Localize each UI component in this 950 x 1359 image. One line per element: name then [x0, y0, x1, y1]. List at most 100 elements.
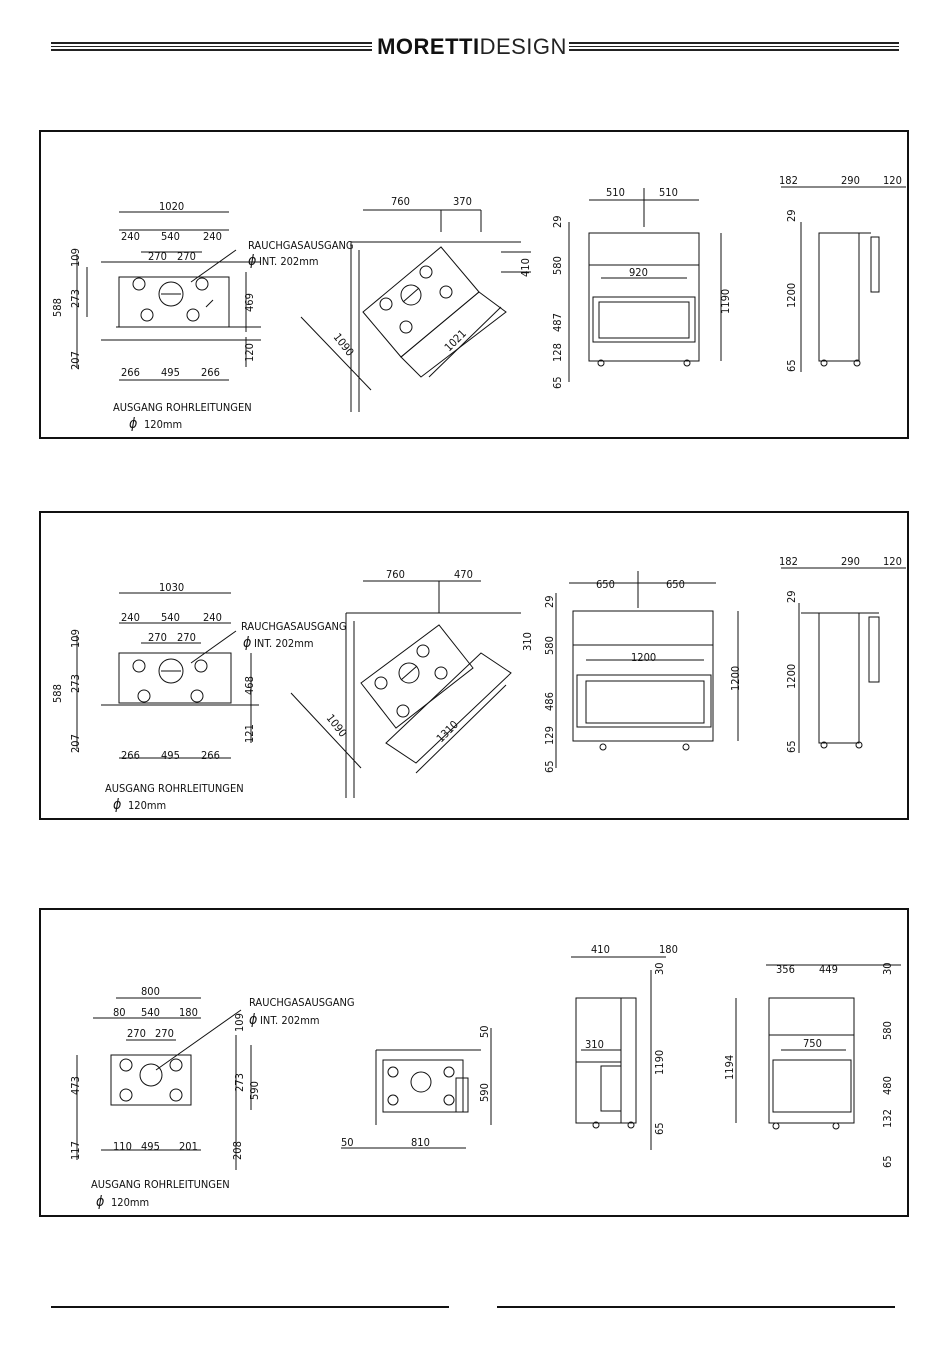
dim-label: 65: [543, 760, 556, 773]
drawing-panel-2: 1030 240 540 240 270 270 109 588 273 207…: [39, 511, 909, 820]
dim-label: 207: [69, 734, 82, 753]
dim-label: 410: [519, 258, 532, 277]
dim-label: 760: [391, 195, 410, 208]
dim-label: 590: [478, 1083, 491, 1102]
dim-label: 29: [785, 590, 798, 603]
dim-label: 65: [551, 376, 564, 389]
dim-label: 182: [779, 555, 798, 568]
dim-label: 580: [551, 256, 564, 275]
dim-label: 30: [881, 962, 894, 975]
dim-label: 109: [233, 1013, 246, 1032]
dim-label: 240: [121, 611, 140, 624]
top-view-2: [76, 592, 259, 759]
panel-1-drawing: 1020 240 540 240 270 270 109 588 273 207…: [51, 174, 906, 432]
dim-label: 266: [201, 749, 220, 762]
dim-label: 65: [785, 740, 798, 753]
dim-label: 590: [248, 1081, 261, 1100]
dim-label: 240: [203, 611, 222, 624]
dim-label: 510: [606, 186, 625, 199]
dim-label: 449: [819, 963, 838, 976]
flue-diameter: INT. 202mm: [260, 1014, 320, 1027]
dim-label: 65: [653, 1122, 666, 1135]
side-view-2-labels: 182 290 120 29 1200 65: [779, 555, 902, 753]
dim-label: 30: [653, 962, 666, 975]
drawing-panel-3: 800 80 540 180 270 270 473 117 109 273 5…: [39, 908, 909, 1217]
dim-label: 29: [543, 595, 556, 608]
dim-label: 182: [779, 174, 798, 187]
dim-label: 29: [785, 209, 798, 222]
outlet-diameter: 120mm: [128, 799, 166, 812]
footer-rule-left: [51, 1306, 449, 1308]
plan-view-3: [341, 1028, 492, 1149]
front-view-1-labels: 510 510 29 580 920 1190 487 128 65: [551, 186, 732, 389]
dim-label: 356: [776, 963, 795, 976]
front-view-3: [735, 964, 901, 1130]
dim-label: 473: [69, 1076, 82, 1095]
header: MORETTIDESIGN: [0, 0, 950, 80]
dim-label: 110: [113, 1140, 132, 1153]
dim-label: 180: [659, 943, 678, 956]
corner-view-2: [290, 580, 521, 798]
dim-label: 370: [453, 195, 472, 208]
flue-label: RAUCHGASAUSGANG: [248, 239, 354, 252]
dim-label: 810: [411, 1136, 430, 1149]
dim-label: 468: [243, 676, 256, 695]
dim-label: 470: [454, 568, 473, 581]
front-view-2-labels: 650 650 29 580 1200 1200 486 129 65: [543, 578, 742, 773]
side-view-3: [571, 956, 666, 1150]
dim-label: 273: [69, 674, 82, 693]
dim-label: 240: [121, 230, 140, 243]
phi-symbol: ϕ: [113, 797, 121, 813]
dim-label: 201: [179, 1140, 198, 1153]
dim-label: 760: [386, 568, 405, 581]
dim-label: 750: [803, 1037, 822, 1050]
phi-symbol: ϕ: [96, 1194, 104, 1210]
outlet-label: AUSGANG ROHRLEITUNGEN: [113, 401, 252, 414]
flue-label: RAUCHGASAUSGANG: [241, 620, 347, 633]
dim-label: 273: [233, 1073, 246, 1092]
header-rule-left: [51, 42, 372, 51]
dim-label: 310: [585, 1038, 604, 1051]
brand-logo: MORETTIDESIGN: [377, 34, 567, 59]
dim-label: 132: [881, 1109, 894, 1128]
dim-label: 120: [883, 555, 902, 568]
dim-label: 290: [841, 174, 860, 187]
side-view-3-labels: 410 180 30 1190 310 65: [585, 943, 678, 1135]
dim-label: 128: [551, 343, 564, 362]
dim-label: 410: [591, 943, 610, 956]
front-view-2: [555, 571, 739, 768]
dim-label: 800: [141, 985, 160, 998]
dim-label: 266: [121, 749, 140, 762]
dim-label: 1190: [719, 289, 732, 314]
front-view-1: [568, 188, 722, 382]
dim-label: 120: [243, 343, 256, 362]
dim-label: 50: [478, 1025, 491, 1038]
dim-label: 510: [659, 186, 678, 199]
outlet-diameter: 120mm: [111, 1196, 149, 1209]
dim-label: 1030: [159, 581, 184, 594]
dim-label: 486: [543, 692, 556, 711]
flue-diameter: INT. 202mm: [254, 637, 314, 650]
corner-view-2-labels: 760 470 310 1090 1310: [324, 568, 534, 745]
top-view-3-labels: 800 80 540 180 270 270 473 117 109 273 5…: [69, 985, 355, 1210]
dim-label: 266: [121, 366, 140, 379]
dim-label: 121: [243, 724, 256, 743]
side-view-1-labels: 182 290 120 29 1200 65: [779, 174, 902, 372]
dim-label: 540: [161, 611, 180, 624]
dim-label: 117: [69, 1141, 82, 1160]
dim-label: 1194: [723, 1055, 736, 1080]
top-view-1: [76, 211, 261, 381]
dim-label: 1200: [631, 651, 656, 664]
side-view-1: [781, 186, 906, 372]
phi-symbol: ϕ: [243, 635, 251, 651]
dim-label: 270: [148, 250, 167, 263]
dim-label: 270: [177, 631, 196, 644]
dim-label: 650: [596, 578, 615, 591]
dim-label: 120: [883, 174, 902, 187]
dim-label: 207: [69, 351, 82, 370]
dim-label: 540: [141, 1006, 160, 1019]
dim-label: 920: [629, 266, 648, 279]
dim-label: 310: [521, 632, 534, 651]
dim-label: 129: [543, 726, 556, 745]
panel-3-drawing: 800 80 540 180 270 270 473 117 109 273 5…: [69, 943, 901, 1210]
